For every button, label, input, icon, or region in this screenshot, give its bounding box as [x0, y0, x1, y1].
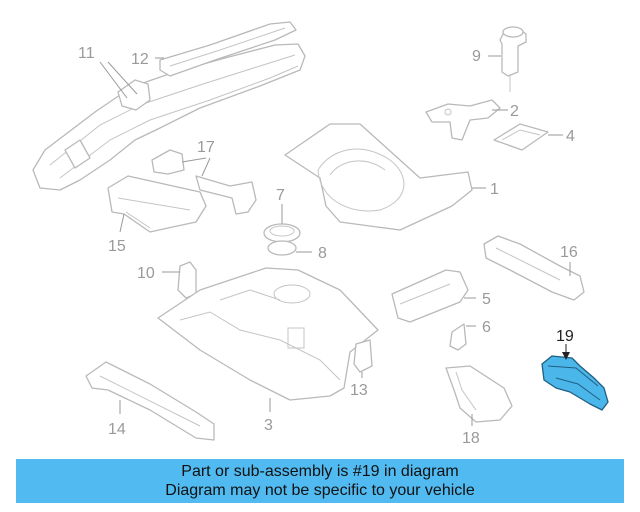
callout-5: 5: [482, 291, 491, 308]
part-6-bracket[interactable]: [449, 323, 467, 351]
part-16-rail-extension[interactable]: [483, 235, 585, 301]
callout-1: 1: [490, 181, 499, 198]
part-18-shield[interactable]: [445, 365, 513, 423]
part-12-reinforcement[interactable]: [159, 21, 297, 77]
part-14-rear-crossmember[interactable]: [85, 361, 215, 441]
banner-line-1: Part or sub-assembly is #19 in diagram: [181, 463, 459, 480]
part-7-plug[interactable]: [263, 223, 301, 243]
callout-8: 8: [318, 245, 327, 262]
callout-9: 9: [472, 48, 481, 65]
info-banner: Part or sub-assembly is #19 in diagram D…: [16, 459, 624, 503]
callout-12: 12: [131, 51, 149, 68]
part-19-highlighted[interactable]: [541, 355, 609, 411]
banner-line-2: Diagram may not be specific to your vehi…: [165, 482, 475, 499]
callout-7: 7: [276, 187, 285, 204]
part-8-plug[interactable]: [267, 240, 297, 256]
part-2-bracket[interactable]: [425, 99, 501, 141]
part-5-rail-section[interactable]: [391, 269, 469, 323]
callout-17: 17: [197, 139, 215, 156]
part-1-spare-tire-well[interactable]: [284, 123, 473, 231]
callout-18: 18: [462, 430, 480, 447]
callout-13: 13: [350, 382, 368, 399]
callout-3: 3: [264, 417, 273, 434]
callout-16: 16: [560, 244, 578, 261]
part-3-rear-floor-pan[interactable]: [157, 267, 379, 401]
callout-10: 10: [137, 265, 155, 282]
callout-19: 19: [556, 328, 574, 345]
part-15-crossmember[interactable]: [107, 175, 207, 233]
part-4-plate[interactable]: [493, 123, 549, 151]
callout-15: 15: [108, 238, 126, 255]
callout-2: 2: [510, 103, 519, 120]
callout-11: 11: [78, 45, 95, 62]
part-9-bump-stop[interactable]: [499, 26, 527, 92]
part-10-clip[interactable]: [177, 261, 197, 299]
callout-6: 6: [482, 319, 491, 336]
part-17-bracket[interactable]: [151, 149, 257, 215]
callout-4: 4: [566, 128, 575, 145]
callout-14: 14: [108, 421, 126, 438]
part-13-clip[interactable]: [353, 339, 373, 373]
